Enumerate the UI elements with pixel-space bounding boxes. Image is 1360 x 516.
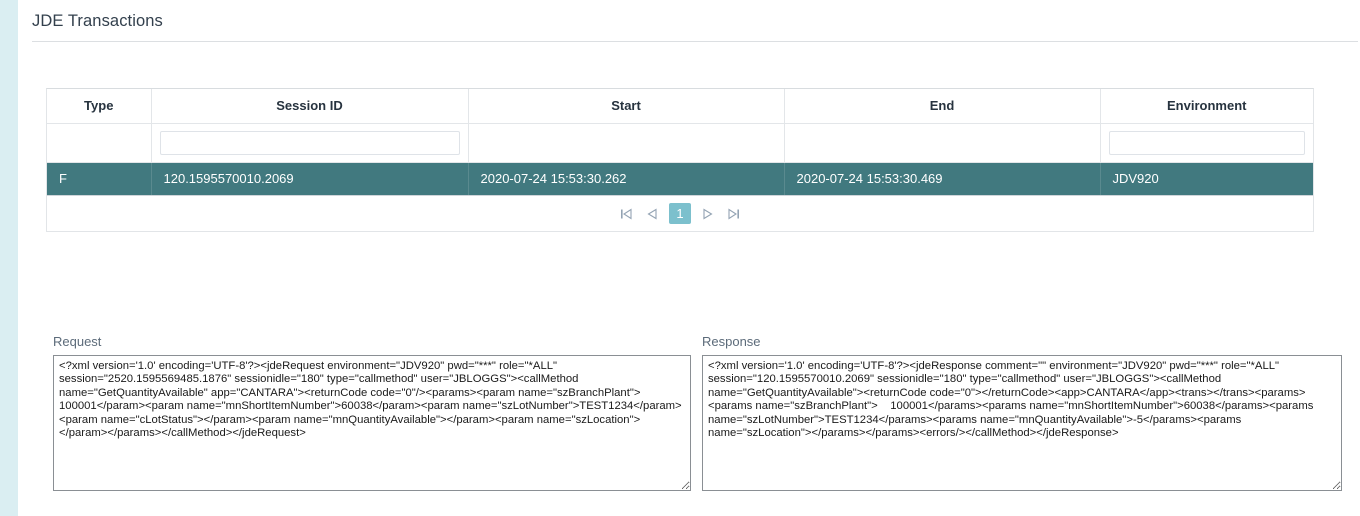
table-body: F 120.1595570010.2069 2020-07-24 15:53:3…: [47, 123, 1313, 231]
next-page-icon[interactable]: [699, 205, 717, 223]
cell-session-id[interactable]: 120.1595570010.2069: [151, 162, 469, 196]
page-title: JDE Transactions: [32, 12, 163, 30]
cell-start[interactable]: 2020-07-24 15:53:30.262: [468, 162, 785, 196]
column-header-start[interactable]: Start: [468, 89, 785, 124]
cell-type[interactable]: F: [47, 162, 152, 196]
request-textarea[interactable]: [53, 355, 691, 491]
response-label: Response: [702, 334, 761, 349]
pager-row: 1: [47, 195, 1313, 231]
table-row[interactable]: F 120.1595570010.2069 2020-07-24 15:53:3…: [47, 162, 1313, 196]
first-page-icon[interactable]: [617, 205, 635, 223]
environment-filter-input[interactable]: [1108, 131, 1305, 155]
filter-cell-start: [468, 123, 785, 163]
page-number-1[interactable]: 1: [669, 203, 691, 224]
filter-cell-session-id: [151, 123, 469, 163]
request-label: Request: [53, 334, 102, 349]
request-panel: Request: [53, 334, 691, 491]
filter-cell-environment: [1100, 123, 1313, 163]
column-header-type[interactable]: Type: [47, 89, 152, 124]
pager-cell: 1: [47, 195, 1313, 231]
column-header-environment[interactable]: Environment: [1100, 89, 1313, 124]
title-divider: [32, 41, 1358, 42]
page-header: JDE Transactions: [18, 0, 1360, 31]
filter-cell-type: [47, 123, 152, 163]
session-id-filter-input[interactable]: [159, 131, 460, 155]
response-textarea[interactable]: [702, 355, 1342, 491]
response-panel: Response: [702, 334, 1342, 491]
filter-cell-end: [784, 123, 1101, 163]
column-header-end[interactable]: End: [784, 89, 1101, 124]
table-header: Type Session ID Start End Environment: [47, 89, 1313, 124]
pagination: 1: [47, 196, 1313, 231]
left-accent-strip: [0, 0, 18, 516]
header-row: Type Session ID Start End Environment: [47, 89, 1313, 124]
cell-environment[interactable]: JDV920: [1100, 162, 1313, 196]
column-header-session-id[interactable]: Session ID: [151, 89, 469, 124]
previous-page-icon[interactable]: [643, 205, 661, 223]
jde-transactions-grid: Type Session ID Start End Environment: [46, 88, 1314, 232]
last-page-icon[interactable]: [725, 205, 743, 223]
cell-end[interactable]: 2020-07-24 15:53:30.469: [784, 162, 1101, 196]
transactions-table: Type Session ID Start End Environment: [47, 89, 1313, 231]
page-container: JDE Transactions Type Session ID Start E…: [18, 0, 1360, 516]
filter-row: [47, 123, 1313, 163]
